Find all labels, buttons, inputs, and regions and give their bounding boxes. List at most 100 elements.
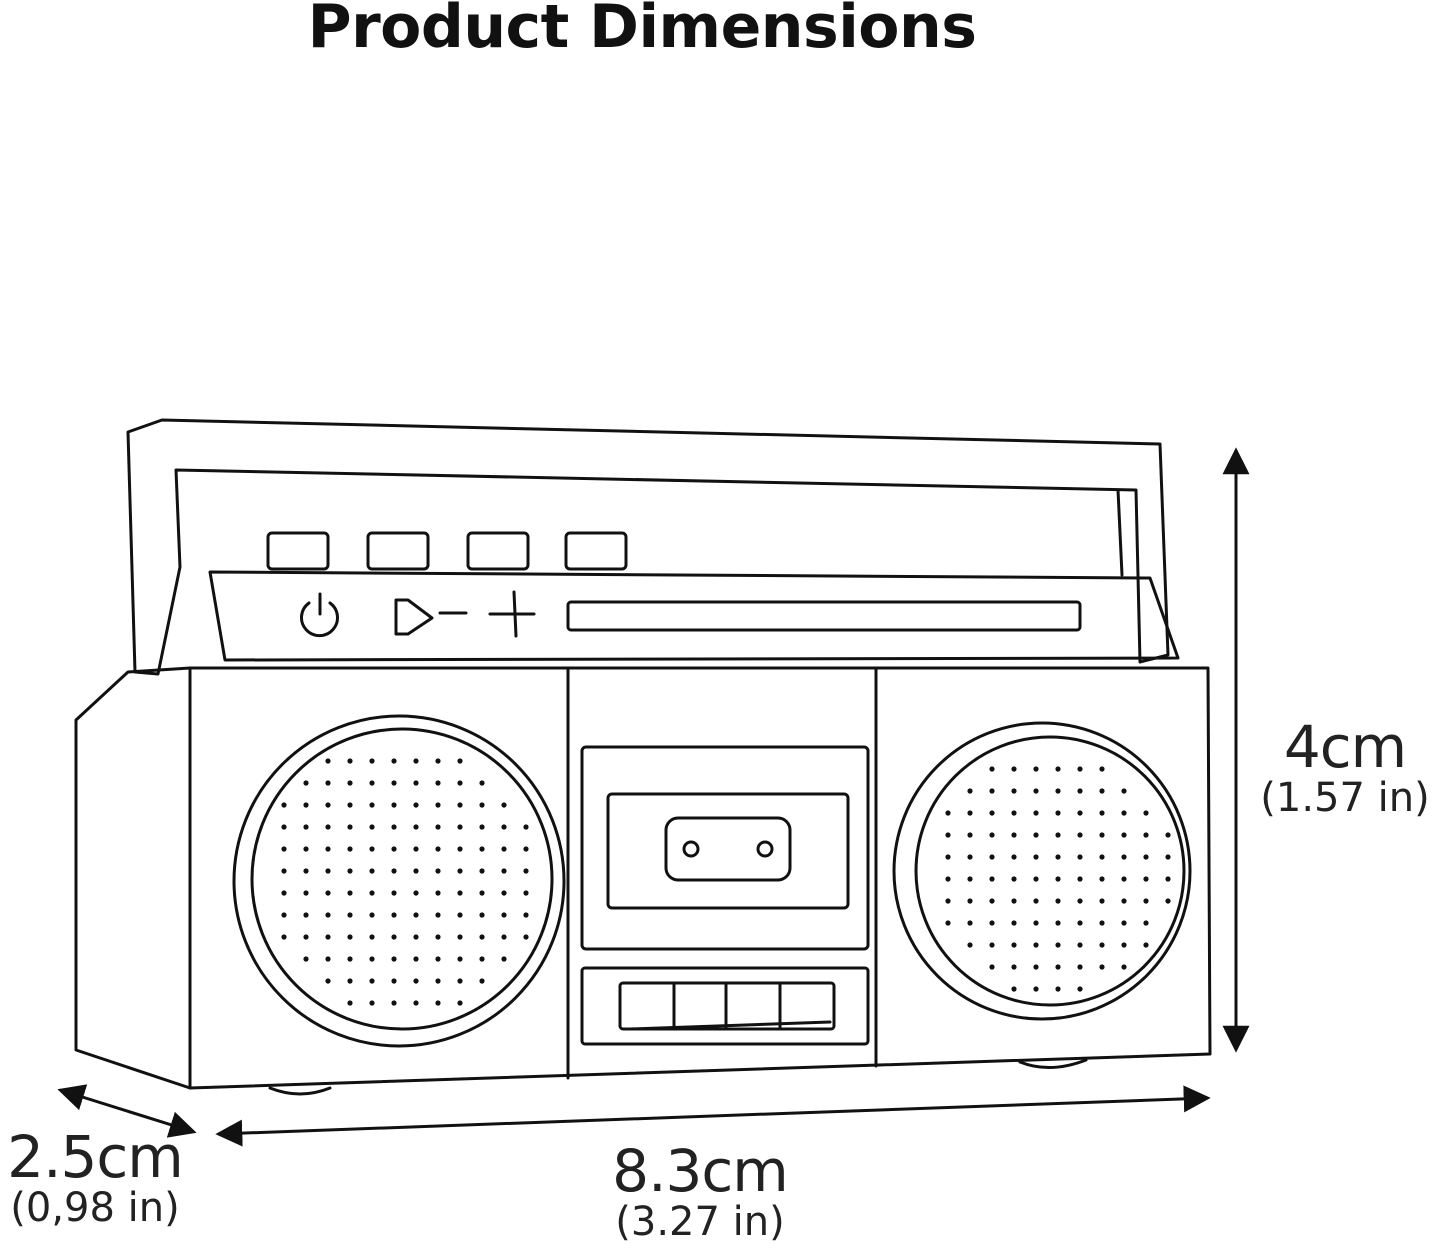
- grille-dot: [967, 832, 973, 838]
- power-icon: [300, 592, 339, 638]
- grille-dot: [967, 942, 973, 948]
- grille-dot: [1143, 832, 1149, 838]
- right-speaker-inner: [914, 735, 1186, 1007]
- left-speaker-outer: [232, 714, 566, 1048]
- grille-dot: [391, 1000, 397, 1006]
- grille-dot: [457, 846, 463, 852]
- grille-dot: [303, 956, 309, 962]
- grille-dot: [457, 1000, 463, 1006]
- grille-dot: [457, 824, 463, 830]
- grille-dot: [435, 868, 441, 874]
- depth-imperial: (0,98 in): [10, 1185, 180, 1231]
- grille-dot: [435, 824, 441, 830]
- grille-dot: [347, 978, 353, 984]
- grille-dot: [523, 934, 529, 940]
- grille-dot: [1055, 788, 1061, 794]
- grille-dot: [281, 824, 287, 830]
- grille-dot: [989, 942, 995, 948]
- grille-dot: [413, 802, 419, 808]
- grille-dot: [369, 956, 375, 962]
- grille-dot: [989, 766, 995, 772]
- grille-dot: [369, 978, 375, 984]
- grille-dot: [303, 780, 309, 786]
- grille-dot: [347, 956, 353, 962]
- grille-dot: [435, 978, 441, 984]
- tuner-slot: [566, 600, 1082, 632]
- grille-dot: [501, 846, 507, 852]
- grille-dot: [457, 758, 463, 764]
- grille-dot: [1121, 832, 1127, 838]
- grille-dot: [1077, 898, 1083, 904]
- grille-dot: [1011, 876, 1017, 882]
- grille-dot: [1011, 832, 1017, 838]
- grille-dot: [1055, 942, 1061, 948]
- grille-dot: [1055, 986, 1061, 992]
- grille-dot: [1077, 942, 1083, 948]
- grille-dot: [1099, 788, 1105, 794]
- grille-dot: [523, 890, 529, 896]
- grille-dot: [479, 934, 485, 940]
- grille-dot: [457, 978, 463, 984]
- grille-dot: [479, 956, 485, 962]
- grille-dot: [1011, 920, 1017, 926]
- grille-dot: [347, 912, 353, 918]
- grille-dot: [1077, 986, 1083, 992]
- grille-dot: [479, 780, 485, 786]
- grille-dot: [501, 890, 507, 896]
- depth-dimension: 2.5cm (0,98 in): [0, 1128, 190, 1230]
- depth-arrow: [57, 1084, 197, 1138]
- grille-dot: [501, 912, 507, 918]
- width-arrow: [215, 1085, 1211, 1147]
- grille-dot: [369, 868, 375, 874]
- grille-dot: [1077, 964, 1083, 970]
- grille-dot: [391, 978, 397, 984]
- grille-dot: [1055, 810, 1061, 816]
- grille-dot: [1077, 766, 1083, 772]
- grille-dot: [435, 956, 441, 962]
- deck-buttons-panel: [580, 966, 870, 1046]
- grille-dot: [303, 934, 309, 940]
- grille-dot: [325, 846, 331, 852]
- grille-dot: [325, 824, 331, 830]
- depth-metric: 2.5cm: [7, 1123, 184, 1191]
- grille-dot: [967, 920, 973, 926]
- grille-dot: [1011, 788, 1017, 794]
- grille-dot: [325, 912, 331, 918]
- grille-dot: [303, 846, 309, 852]
- grille-dot: [369, 912, 375, 918]
- top-button-4: [564, 531, 628, 571]
- grille-dot: [945, 898, 951, 904]
- cassette-reels: [664, 816, 792, 882]
- grille-dot: [1143, 854, 1149, 860]
- grille-dot: [989, 854, 995, 860]
- grille-dot: [391, 956, 397, 962]
- grille-dot: [347, 934, 353, 940]
- grille-dot: [369, 780, 375, 786]
- grille-dot: [1055, 964, 1061, 970]
- grille-dot: [303, 868, 309, 874]
- right-speaker-grille: [945, 766, 1171, 992]
- grille-dot: [945, 832, 951, 838]
- grille-dot: [1077, 876, 1083, 882]
- grille-dot: [1099, 854, 1105, 860]
- grille-dot: [1121, 942, 1127, 948]
- width-dimension: 8.3cm (3.27 in): [590, 1142, 810, 1244]
- top-button-2: [366, 531, 430, 571]
- left-speaker-inner: [250, 727, 554, 1031]
- grille-dot: [1143, 920, 1149, 926]
- grille-dot: [1099, 964, 1105, 970]
- grille-dot: [989, 788, 995, 794]
- grille-dot: [391, 824, 397, 830]
- grille-dot: [347, 802, 353, 808]
- grille-dot: [1033, 832, 1039, 838]
- grille-dot: [413, 934, 419, 940]
- grille-dot: [1099, 810, 1105, 816]
- grille-dot: [1121, 876, 1127, 882]
- grille-dot: [523, 868, 529, 874]
- grille-dot: [391, 868, 397, 874]
- grille-dot: [281, 890, 287, 896]
- grille-dot: [325, 802, 331, 808]
- grille-dot: [1077, 788, 1083, 794]
- grille-dot: [413, 978, 419, 984]
- right-speaker-outer: [892, 721, 1192, 1021]
